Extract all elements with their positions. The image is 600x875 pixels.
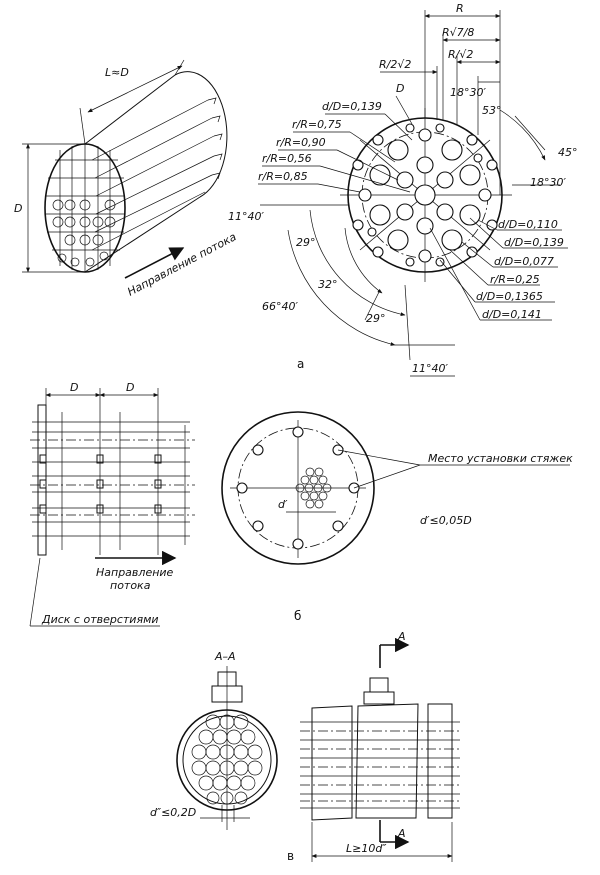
caption-c: в bbox=[287, 849, 294, 863]
label-section-arrow-top: А bbox=[397, 630, 406, 643]
panel-c-side-view: А А L≥10d″ bbox=[300, 630, 462, 862]
label-d-double-prime-condition: d″≤0,2D bbox=[150, 806, 196, 819]
angle-18-30-mid: 18°30′ bbox=[530, 176, 566, 189]
dim-R-over-2sqrt2: R/2√2 bbox=[379, 58, 411, 71]
label-perforated-disk: Диск с отверстиями bbox=[41, 613, 159, 626]
flow-label-a: Направление потока bbox=[125, 230, 238, 299]
label-dD-0139-top: d/D=0,139 bbox=[322, 100, 382, 113]
angle-45: 45° bbox=[558, 146, 578, 159]
dim-L-approx-D: L≈D bbox=[105, 66, 129, 79]
angle-11-40-bottom: 11°40′ bbox=[412, 362, 448, 375]
dim-R: R bbox=[456, 2, 464, 15]
dim-R-over-sqrt2: R/√2 bbox=[448, 48, 473, 61]
panel-a-disk-view: R R√7/8 R/√2 R/2√2 D 18°30′ 53° 45° 18°3… bbox=[228, 2, 578, 377]
label-dD-0139-right: d/D=0,139 bbox=[504, 236, 564, 249]
label-length-condition: L≥10d″ bbox=[346, 842, 387, 855]
label-tie-rod-location: Место установки стяжек bbox=[428, 452, 573, 465]
angle-53: 53° bbox=[482, 104, 502, 117]
angle-66-40: 66°40′ bbox=[262, 300, 298, 313]
label-dD-0077: d/D=0,077 bbox=[494, 255, 554, 268]
dim-D-2: D bbox=[126, 381, 134, 394]
panel-b-tube-bundle-view: D D Направление потока Диск с отверстиям… bbox=[29, 381, 195, 627]
angle-32: 32° bbox=[318, 278, 338, 291]
dim-D-1: D bbox=[70, 381, 78, 394]
panel-b-disk-view: d′ Место установки стяжек d′≤0,05D bbox=[221, 411, 573, 565]
flow-label-b-1: Направление bbox=[96, 566, 174, 579]
label-d-prime: d′ bbox=[278, 498, 288, 511]
label-section-A-A: А–А bbox=[214, 650, 236, 663]
angle-11-40-left: 11°40′ bbox=[228, 210, 264, 223]
dim-R-sqrt78: R√7/8 bbox=[442, 26, 474, 39]
label-rR-025: r/R=0,25 bbox=[490, 273, 540, 286]
angle-29-left: 29° bbox=[296, 236, 316, 249]
caption-a: а bbox=[297, 357, 304, 371]
label-rR-085: r/R=0,85 bbox=[258, 170, 308, 183]
panel-c-section-view: А–А d″≤0,2D bbox=[150, 650, 278, 830]
flow-label-b-2: потока bbox=[110, 579, 151, 592]
label-rR-056: r/R=0,56 bbox=[262, 152, 312, 165]
label-dD-0141: d/D=0,141 bbox=[482, 308, 542, 321]
label-dD-0110: d/D=0,110 bbox=[498, 218, 558, 231]
caption-b: б bbox=[294, 609, 301, 623]
label-rR-075: r/R=0,75 bbox=[292, 118, 342, 131]
angle-18-30-top: 18°30′ bbox=[450, 86, 486, 99]
dim-D-left: D bbox=[14, 202, 22, 215]
label-section-arrow-bottom: А bbox=[397, 827, 406, 840]
dim-D-top: D bbox=[396, 82, 404, 95]
label-dD-01365: d/D=0,1365 bbox=[476, 290, 543, 303]
panel-a-honeycomb-view: D L≈D Направление потока bbox=[14, 59, 239, 299]
label-d-prime-condition: d′≤0,05D bbox=[420, 514, 472, 527]
angle-29-bottom: 29° bbox=[366, 312, 386, 325]
label-rR-090: r/R=0,90 bbox=[276, 136, 326, 149]
